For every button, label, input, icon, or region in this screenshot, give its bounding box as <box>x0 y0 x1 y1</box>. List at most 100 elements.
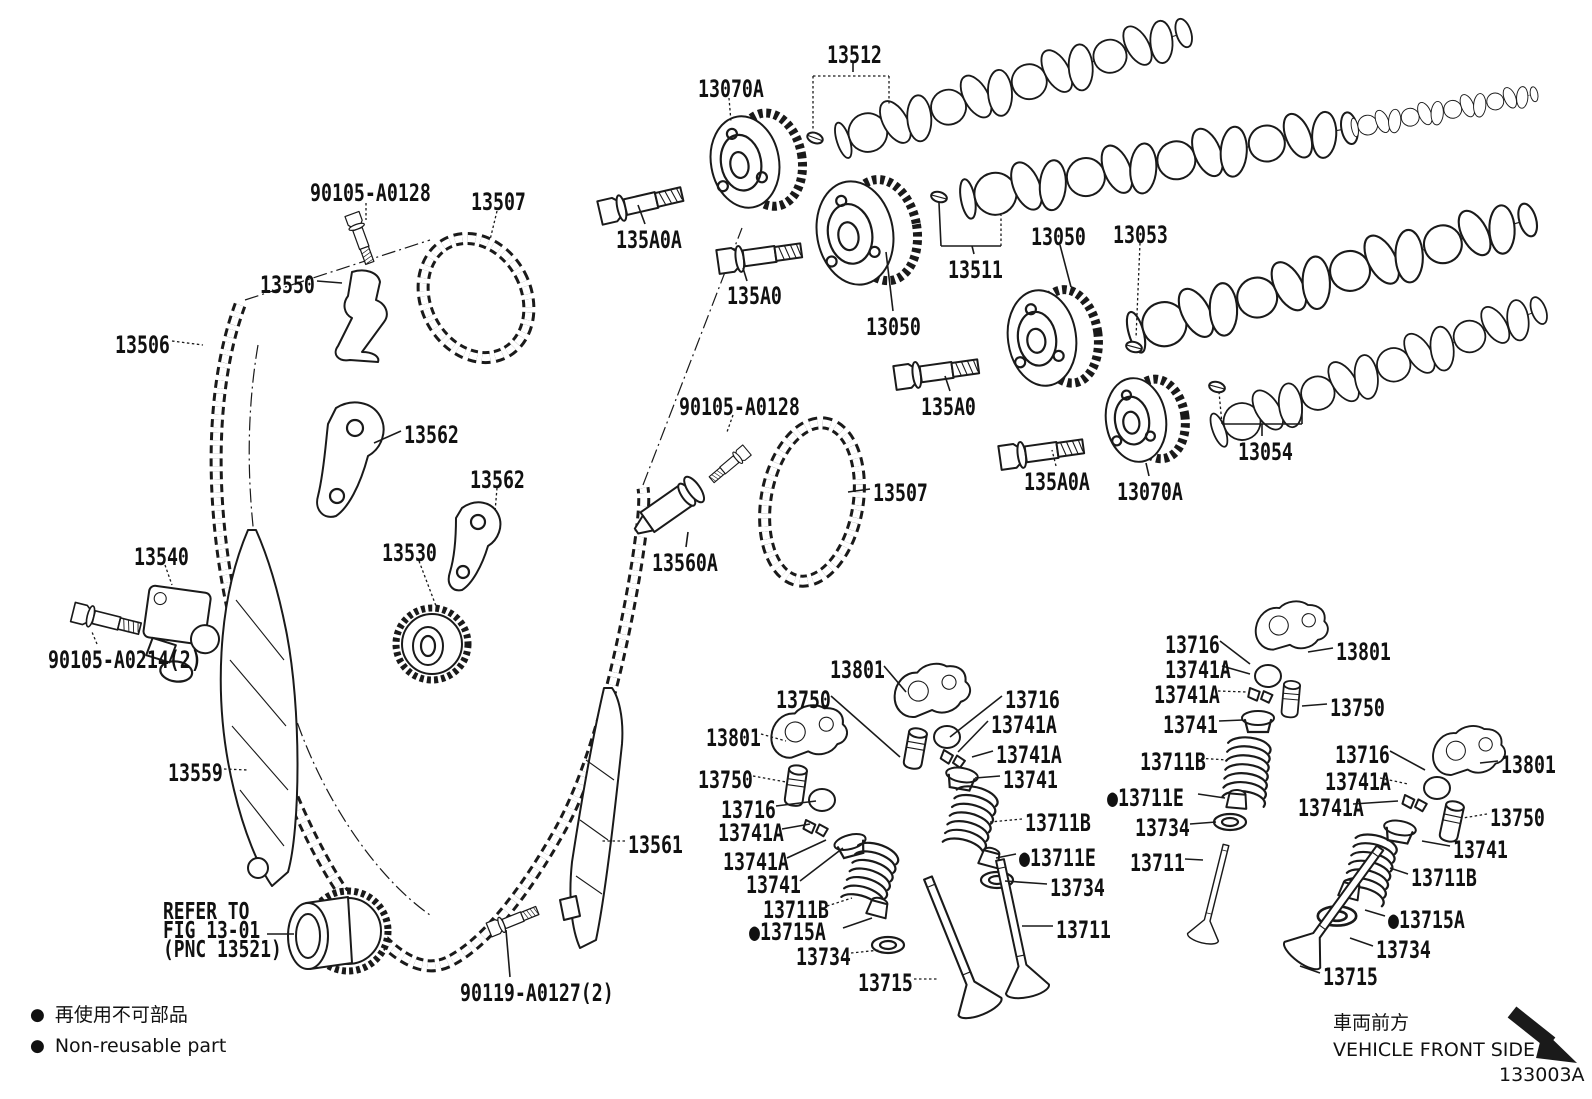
part-label-135A0A: 135A0A <box>1024 468 1090 496</box>
part-label-13715: 13715 <box>1323 963 1378 991</box>
leader-lines <box>91 62 1499 980</box>
part-label-13734: 13734 <box>1376 936 1431 964</box>
part-label-13561: 13561 <box>628 831 683 859</box>
part-label-13711B: 13711B <box>1025 809 1091 837</box>
bolt-90105-A0214 <box>69 600 144 640</box>
part-label-13716: 13716 <box>1165 631 1220 659</box>
chain-damper-13562-upper <box>316 401 385 518</box>
part-label-13507: 13507 <box>873 479 928 507</box>
part-label-13715A: ●13715A <box>1388 906 1465 934</box>
chain-tensioner-13560A <box>633 475 706 535</box>
pin-13512 <box>804 129 826 147</box>
part-label-13801: 13801 <box>830 656 885 684</box>
pin-13054 <box>1206 379 1228 395</box>
part-label-13741A: 13741A <box>1165 656 1231 684</box>
bolt-135A0A-rear <box>997 432 1086 472</box>
part-label-13741: 13741 <box>1163 711 1218 739</box>
bolt-90105-A0128-rear <box>706 443 753 486</box>
part-label-13741A: 13741A <box>723 848 789 876</box>
non-reusable-bullet-icon: ● <box>30 1005 45 1025</box>
part-label-13716: 13716 <box>721 796 776 824</box>
reference-note-line2: FIG 13-01 <box>163 918 261 944</box>
part-label-13511: 13511 <box>948 256 1003 284</box>
part-label-13801: 13801 <box>1501 751 1556 779</box>
chain-13507-rear <box>758 416 866 588</box>
part-label-13750: 13750 <box>1490 804 1545 832</box>
front-side-en: VEHICLE FRONT SIDE <box>1333 1039 1536 1061</box>
part-label-13070A: 13070A <box>1117 478 1183 506</box>
chain-tensioner-13540 <box>142 584 220 683</box>
part-label-13711E: ●13711E <box>1019 844 1096 872</box>
part-label-13716: 13716 <box>1335 741 1390 769</box>
part-label-13711B: 13711B <box>1411 864 1477 892</box>
crankshaft-sprocket-13521 <box>287 887 392 975</box>
bolt-135A0-rear <box>892 352 981 392</box>
part-label-13711: 13711 <box>1056 916 1111 944</box>
part-label-13560A: 13560A <box>652 549 718 577</box>
pin-13511 <box>928 189 950 205</box>
part-label-13741A: 13741A <box>996 741 1062 769</box>
part-label-13734: 13734 <box>1050 874 1105 902</box>
part-label-13716: 13716 <box>1005 686 1060 714</box>
part-label-13053: 13053 <box>1113 221 1168 249</box>
legend-row-jp: ● 再使用不可部品 <box>30 1000 226 1031</box>
part-label-13741: 13741 <box>1003 766 1058 794</box>
chain-guide-13559 <box>219 529 299 887</box>
part-label-13741A: 13741A <box>718 819 784 847</box>
front-side-note: 車両前方 VEHICLE FRONT SIDE <box>1333 1010 1535 1064</box>
tensioner-slipper-13550 <box>334 269 388 363</box>
part-label-13050: 13050 <box>866 313 921 341</box>
part-label-13741A: 13741A <box>1325 768 1391 796</box>
part-label-90105-A0128: 90105-A0128 <box>679 393 800 421</box>
part-label-90105-A0214: 90105-A0214(2) <box>48 646 202 674</box>
legend: ● 再使用不可部品 ● Non-reusable part <box>30 1000 226 1062</box>
bolt-90105-A0128-front <box>343 210 379 267</box>
reference-note-line1: REFER TO <box>163 899 250 925</box>
front-side-arrow-icon <box>1507 1006 1577 1063</box>
part-label-135A0: 135A0 <box>727 282 782 310</box>
part-label-13741: 13741 <box>1453 836 1508 864</box>
chain-13507-front <box>416 231 536 365</box>
part-label-13512: 13512 <box>827 41 882 69</box>
reference-note-line3: (PNC 13521) <box>163 937 282 963</box>
part-label-13711B: 13711B <box>1140 748 1206 776</box>
part-label-13550: 13550 <box>260 271 315 299</box>
part-label-135A0: 135A0 <box>921 393 976 421</box>
part-label-13741A: 13741A <box>1298 794 1364 822</box>
part-label-13741A: 13741A <box>991 711 1057 739</box>
reference-note: REFER TO FIG 13-01 (PNC 13521) <box>163 899 282 963</box>
part-label-13715A: ●13715A <box>749 918 826 946</box>
part-label-13711B: 13711B <box>763 896 829 924</box>
diagram-code: 133003A <box>1499 1064 1585 1086</box>
part-label-13050: 13050 <box>1031 223 1086 251</box>
vvt-gear-13050-rear <box>1006 285 1103 388</box>
part-label-13562: 13562 <box>470 466 525 494</box>
part-label-13734: 13734 <box>796 943 851 971</box>
part-label-13540: 13540 <box>134 543 189 571</box>
part-label-13801: 13801 <box>1336 638 1391 666</box>
idler-sprocket-13530 <box>392 604 472 684</box>
part-label-13750: 13750 <box>1330 694 1385 722</box>
part-label-13711E: ●13711E <box>1107 784 1184 812</box>
non-reusable-bullet-icon: ● <box>30 1036 45 1056</box>
camshaft-2 <box>954 79 1541 231</box>
part-label-13562: 13562 <box>404 421 459 449</box>
legend-text-jp: 再使用不可部品 <box>54 1004 188 1026</box>
part-label-90105-A0128: 90105-A0128 <box>310 179 431 207</box>
part-label-13750: 13750 <box>698 766 753 794</box>
chain-guide-13561 <box>559 687 624 949</box>
front-side-jp: 車両前方 <box>1333 1012 1410 1034</box>
part-label-13750: 13750 <box>776 686 831 714</box>
part-label-13507: 13507 <box>471 188 526 216</box>
legend-text-en: Non-reusable part <box>54 1035 227 1057</box>
part-label-13734: 13734 <box>1135 814 1190 842</box>
bolt-135A0-front <box>715 236 804 276</box>
vvt-gear-13070A-rear <box>1104 374 1190 464</box>
part-label-13070A: 13070A <box>698 75 764 103</box>
part-label-13741A: 13741A <box>1154 681 1220 709</box>
part-label-13711: 13711 <box>1130 849 1185 877</box>
part-label-13741: 13741 <box>746 871 801 899</box>
part-label-13054: 13054 <box>1238 438 1293 466</box>
